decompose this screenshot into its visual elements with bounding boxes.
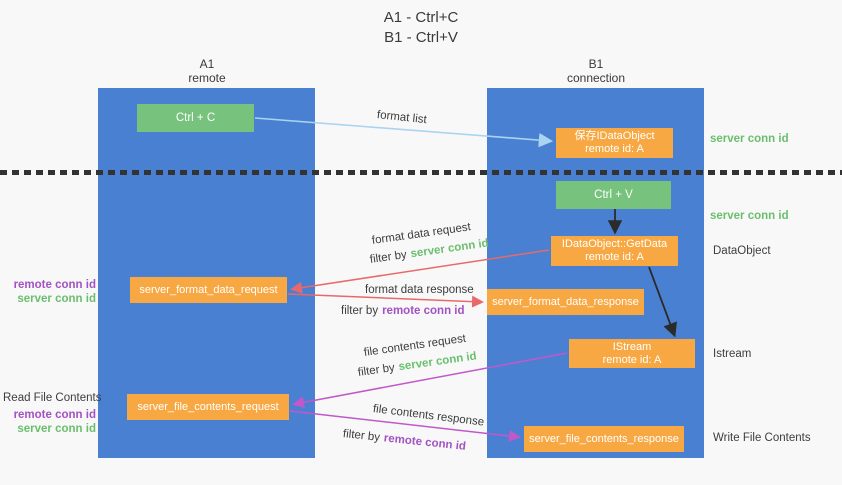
label-remote-conn-id-left-1: remote conn id [13,279,96,291]
lifeline-header-b1: B1 connection [536,57,656,85]
remote-conn-id-text: remote conn id [382,305,465,317]
remote-conn-id-text: remote conn id [383,432,467,453]
label-server-conn-id-right-top: server conn id [710,133,789,145]
node-ctrl-c-label: Ctrl + C [175,111,216,124]
label-file-contents-response: file contents response [372,403,485,429]
title-line-a1: A1 - Ctrl+C [383,9,459,26]
dotted-divider-line [0,170,842,175]
node-ctrl-v: Ctrl + V [556,181,671,209]
filter-by-text: filter by [369,248,408,266]
lifeline-header-a1: A1 remote [147,57,267,85]
node-server-format-data-request: server_format_data_request [130,277,287,303]
diagram-title: A1 - Ctrl+C B1 - Ctrl+V [0,8,842,48]
lifeline-b1-name: B1 [588,57,604,71]
left-conn-id-stack-1: remote conn id server conn id [0,278,96,306]
node-server-file-contents-request: server_file_contents_request [127,394,289,420]
node-file-request-label: server_file_contents_request [137,400,279,413]
node-server-format-data-response: server_format_data_response [487,289,644,315]
label-server-conn-id-right-mid: server conn id [710,210,789,222]
filter-by-text: filter by [357,361,396,379]
node-save-idataobject-line2: remote id: A [585,143,644,155]
server-conn-id-text: server conn id [397,350,478,374]
node-save-idataobject: 保存IDataObject remote id: A [556,128,673,158]
label-server-conn-id-left-2: server conn id [17,423,96,435]
title-line-b1: B1 - Ctrl+V [384,29,458,46]
node-idataobject-getdata: IDataObject::GetData remote id: A [551,236,678,266]
label-istream: Istream [713,348,752,360]
filter-by-text: filter by [341,305,379,317]
node-istream-line2: remote id: A [602,353,662,366]
label-server-conn-id-left-1: server conn id [17,293,96,305]
label-write-file-contents: Write File Contents [713,432,811,444]
label-format-data-response: format data response [365,284,474,296]
lifeline-b1-role: connection [566,71,626,85]
node-format-response-label: server_format_data_response [492,295,639,308]
filter-by-text: filter by [342,428,381,444]
label-remote-conn-id-left-2: remote conn id [13,409,96,421]
node-save-idataobject-line1: 保存IDataObject [574,130,655,142]
node-ctrl-v-label: Ctrl + V [594,188,633,201]
label-format-list: format list [376,109,428,127]
node-getdata-line1: IDataObject::GetData [561,238,668,250]
label-dataobject: DataObject [713,245,771,257]
node-istream-line1: IStream [612,340,652,353]
lifeline-a1-role: remote [188,71,226,85]
node-server-file-contents-response: server_file_contents_response [524,426,684,452]
left-conn-id-stack-2: remote conn id server conn id [0,408,96,436]
label-read-file-contents: Read File Contents [3,392,102,404]
server-conn-id-text: server conn id [409,237,490,261]
node-file-response-label: server_file_contents_response [529,432,679,445]
node-getdata-line2: remote id: A [585,251,644,263]
node-istream: IStream remote id: A [569,339,695,368]
lifeline-a1-name: A1 [199,57,215,71]
node-ctrl-c: Ctrl + C [137,104,254,132]
node-format-request-label: server_format_data_request [139,283,278,296]
